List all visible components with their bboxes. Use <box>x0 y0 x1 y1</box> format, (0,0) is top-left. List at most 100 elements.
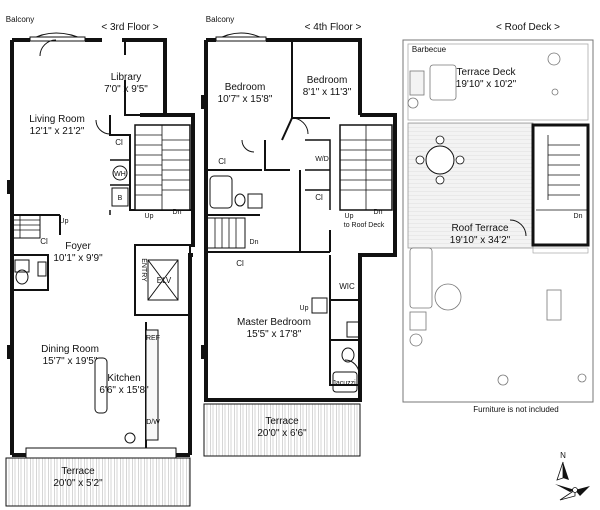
third-floor-title: < 3rd Floor > <box>101 22 158 33</box>
fourth-floor-plan: Balcony < 4th Floor > <box>201 15 397 457</box>
living-room-label: Living Room <box>29 114 85 125</box>
terrace-deck-label: Terrace Deck <box>457 67 517 78</box>
kitchen-sink <box>124 432 136 444</box>
third-door-swing <box>39 39 57 57</box>
third-up-label-1: Up <box>60 218 69 225</box>
fourth-balcony-label: Balcony <box>206 15 234 24</box>
kitchen-dims: 6'6" x 15'8" <box>99 385 149 396</box>
master-up-label: Up <box>300 305 309 312</box>
third-dn-label: Dn <box>173 209 182 216</box>
fourth-closet-label-2: Cl <box>315 193 323 202</box>
fourth-closet-label-3: Cl <box>236 259 244 268</box>
third-closet-label-1: Cl <box>115 138 123 147</box>
master-sink <box>346 321 360 338</box>
compass-north-needle-light <box>556 461 564 481</box>
elevator-label: ELV <box>157 276 172 285</box>
deck-chaise <box>429 64 457 101</box>
third-fireplace-marker <box>7 180 12 194</box>
deck-plant-2 <box>551 88 559 96</box>
library-wall <box>124 40 140 116</box>
bedroom1-label: Bedroom <box>225 82 266 93</box>
barbecue-label: Barbecue <box>412 45 447 54</box>
fourth-floor-title: < 4th Floor > <box>305 22 362 33</box>
fourth-terrace-label: Terrace <box>265 416 299 427</box>
master-toilet <box>341 347 355 363</box>
compass-east-arm <box>575 486 590 496</box>
third-terrace-dims: 20'0" x 5'2" <box>53 478 103 489</box>
kitchen-island <box>94 357 108 414</box>
fourth-dn-label-2: Dn <box>250 239 259 246</box>
master-bath-walls <box>329 255 360 386</box>
roof-sofa <box>409 247 433 309</box>
roof-chair-3 <box>415 155 425 165</box>
compass-west-arm <box>555 484 575 492</box>
barbecue-grill <box>409 70 425 96</box>
master-bath-door <box>344 359 360 375</box>
roof-dn-label: Dn <box>574 213 583 220</box>
roof-plant-3 <box>577 373 587 383</box>
library-dims: 7'0" x 9'5" <box>104 84 148 95</box>
jacuzzi-label: Jacuzzi <box>332 380 356 387</box>
compass-center <box>572 487 578 493</box>
bedroom2-dims: 8'1" x 11'3" <box>303 87 352 98</box>
third-balcony-label: Balcony <box>6 15 34 24</box>
foyer-label: Foyer <box>65 241 91 252</box>
foyer-dims: 10'1" x 9'9" <box>53 253 103 264</box>
fourth-core-walls <box>207 170 331 253</box>
living-room-dims: 12'1" x 21'2" <box>30 126 85 137</box>
roof-chair-1 <box>435 135 445 145</box>
water-heater-symbol <box>112 165 128 181</box>
bedroom2-door <box>291 117 309 135</box>
elevator-entry-label: ENTRY <box>140 258 147 282</box>
boiler-box <box>111 187 129 207</box>
third-terrace-label: Terrace <box>61 466 95 477</box>
roof-deck-title: < Roof Deck > <box>496 22 560 33</box>
bedroom2-label: Bedroom <box>307 75 348 86</box>
laundry-walls <box>305 139 331 210</box>
fourth-closet-label-1: Cl <box>218 157 226 166</box>
kitchen-counter <box>145 329 159 441</box>
compass-north-label: N <box>560 451 566 460</box>
elevator-shaft <box>134 244 191 316</box>
fourth-bedroom-walls <box>207 40 330 171</box>
dining-room-label: Dining Room <box>41 344 99 355</box>
deck-plant-3 <box>407 97 419 109</box>
fourth-window-marker-1 <box>201 95 206 109</box>
third-side-stair <box>14 214 41 239</box>
bedroom1-door <box>241 139 255 153</box>
roof-plant-2 <box>497 374 509 386</box>
third-closet-walls <box>109 159 130 215</box>
jacuzzi-tub <box>332 371 358 393</box>
third-terrace-doors <box>25 447 177 459</box>
third-terrace <box>5 457 191 507</box>
foyer-sink <box>37 261 47 277</box>
roof-dining-table <box>425 145 455 175</box>
compass-north-needle <box>563 462 569 480</box>
third-outer-wall <box>10 38 167 455</box>
roof-chair-2 <box>435 175 445 185</box>
fourth-main-stair <box>339 124 393 211</box>
library-label: Library <box>111 72 142 83</box>
roof-chair-4 <box>455 155 465 165</box>
bedroom1-dims: 10'7" x 15'8" <box>218 94 273 105</box>
third-up-label-2: Up <box>145 213 154 220</box>
dining-room-dims: 15'7" x 19'5" <box>43 356 98 367</box>
washer-dryer-label: W/D <box>315 156 329 163</box>
fourth-toilet <box>234 193 246 207</box>
fourth-up-roof-label: Up <box>345 213 354 220</box>
third-core-wall <box>109 115 193 211</box>
roof-stair <box>531 123 590 247</box>
deck-plant-1 <box>547 52 561 66</box>
fourth-bathtub <box>209 175 233 209</box>
roof-armchair <box>409 311 427 331</box>
to-roof-deck-label: to Roof Deck <box>344 222 385 229</box>
foyer-toilet-bowl <box>15 269 29 285</box>
master-bedroom-label: Master Bedroom <box>237 317 311 328</box>
water-heater-label: WH <box>114 171 126 178</box>
roof-coffee-table <box>434 283 462 311</box>
dining-window-marker <box>7 345 12 359</box>
roof-terrace-planks <box>407 122 534 249</box>
fourth-terrace-dims: 20'0" x 6'6" <box>257 428 307 439</box>
third-main-stair <box>134 124 191 211</box>
